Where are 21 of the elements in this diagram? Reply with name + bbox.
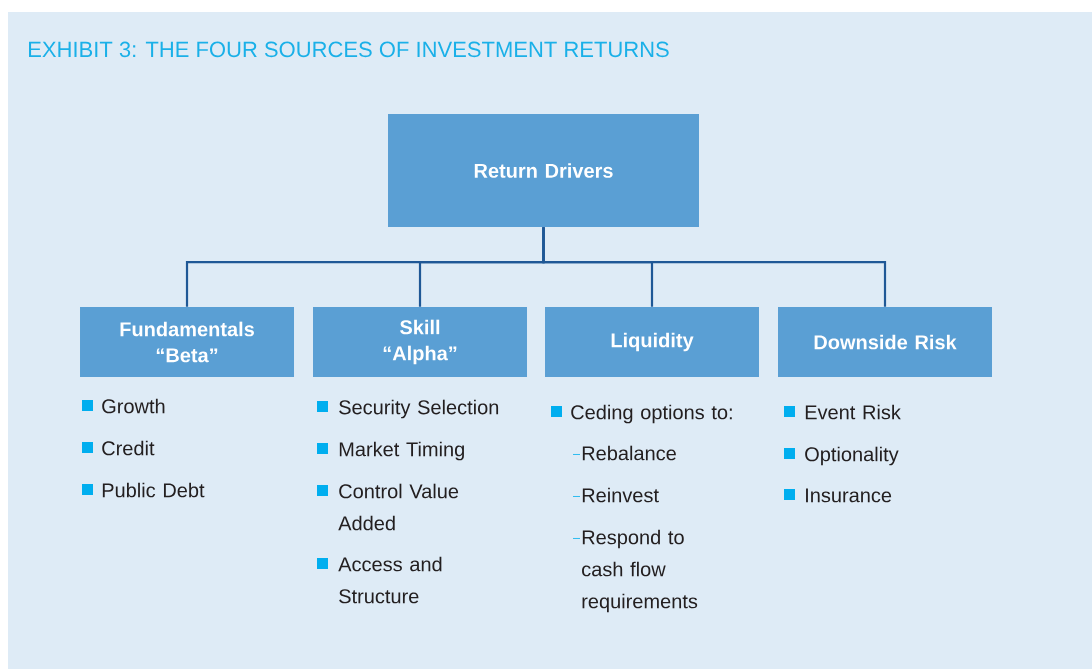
title: EXHIBIT 3: THE FOUR SOURCES OF INVESTMENT RETURNS [29, 41, 669, 58]
list-item: Market Timing [317, 441, 464, 461]
list-item: Optionality [784, 446, 899, 466]
list-item: Public Debt [82, 482, 205, 498]
category-box: Liquidity [545, 307, 759, 377]
list-item: Credit [82, 440, 155, 456]
category-box: Skill “Alpha” [313, 307, 527, 377]
list-item: Reinvest [572, 487, 659, 503]
list-item: Event Risk [784, 404, 901, 420]
list-item: Security Selection [317, 399, 499, 419]
list-item: Growth [82, 398, 165, 414]
list-item: Ceding options to: [551, 404, 732, 424]
list-item: Insurance [784, 488, 892, 503]
category-box: Downside Risk [778, 307, 992, 377]
list-item: Rebalance [572, 445, 676, 461]
category-box: Fundamentals “Beta” [80, 307, 294, 377]
connector-line [542, 227, 887, 307]
list-item: Access and Structure [317, 556, 442, 604]
root-box: Return Drivers [388, 114, 699, 227]
list-item: Respond to cash flow requirements [572, 529, 698, 613]
list-item: Control Value Added [317, 483, 459, 531]
